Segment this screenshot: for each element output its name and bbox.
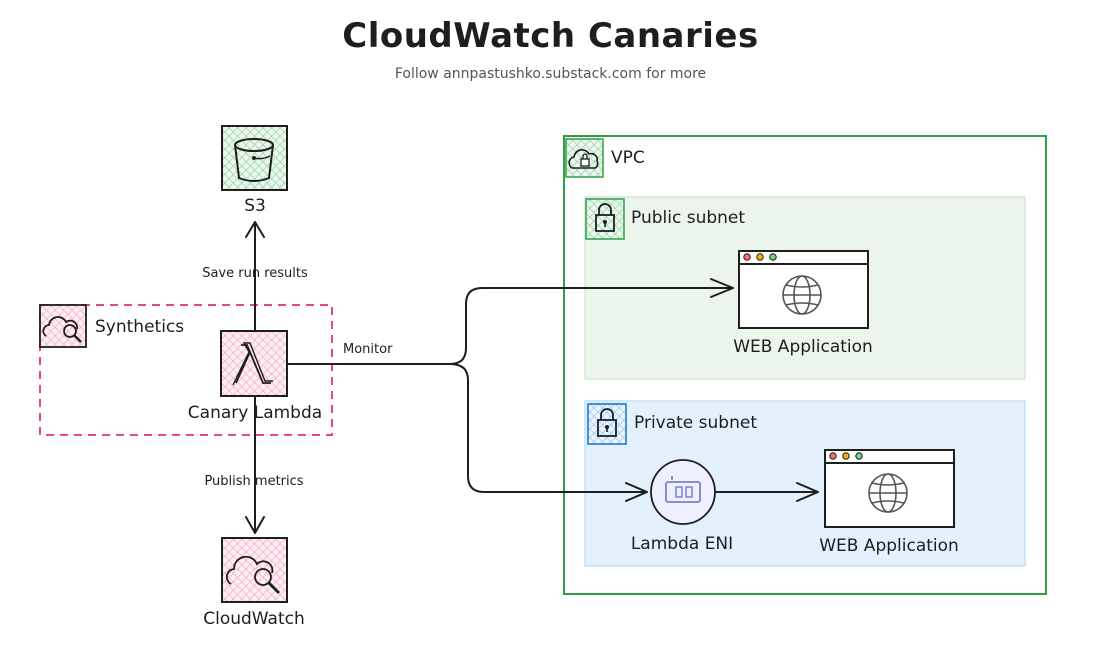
save-results-label: Save run results: [202, 266, 308, 281]
synthetics-cloudwatch-icon: [39, 304, 87, 348]
canary-lambda-label: Canary Lambda: [187, 403, 323, 423]
network-interface-icon: [650, 459, 716, 525]
arrowhead: [796, 482, 819, 502]
arrowhead: [710, 278, 734, 298]
monitor-label: Monitor: [343, 342, 393, 357]
globe-icon: [782, 275, 822, 315]
synthetics-label: Synthetics: [95, 317, 185, 337]
s3-label: S3: [244, 196, 266, 216]
globe-icon: [868, 473, 908, 513]
edge-monitor-private: [449, 363, 647, 493]
page-title: CloudWatch Canaries: [342, 16, 759, 56]
private-subnet-label: Private subnet: [634, 413, 757, 433]
web-app-public-label: WEB Application: [733, 337, 873, 357]
browser-window-public: [738, 250, 869, 329]
lambda-icon: [220, 330, 288, 397]
cloudwatch-icon: [221, 537, 288, 603]
arrowhead: [625, 482, 648, 502]
lambda-eni-label: Lambda ENI: [630, 534, 734, 554]
public-subnet-label: Public subnet: [631, 208, 746, 228]
publish-metrics-label: Publish metrics: [204, 474, 304, 489]
s3-bucket-icon: [221, 125, 288, 191]
synthetics-container: [39, 304, 333, 436]
cloud-lock-icon: [565, 138, 604, 178]
arrowhead: [245, 221, 265, 238]
browser-window-private: [824, 449, 955, 528]
vpc-container: [563, 135, 1047, 595]
vpc-label: VPC: [611, 148, 645, 168]
page-subtitle: Follow annpastushko.substack.com for mor…: [394, 66, 707, 82]
arrowhead: [245, 516, 265, 534]
cloudwatch-label: CloudWatch: [203, 609, 305, 629]
private-lock-icon: [587, 403, 627, 445]
public-lock-icon: [585, 198, 625, 240]
edge-monitor: [287, 287, 733, 365]
web-app-private-label: WEB Application: [819, 536, 959, 556]
